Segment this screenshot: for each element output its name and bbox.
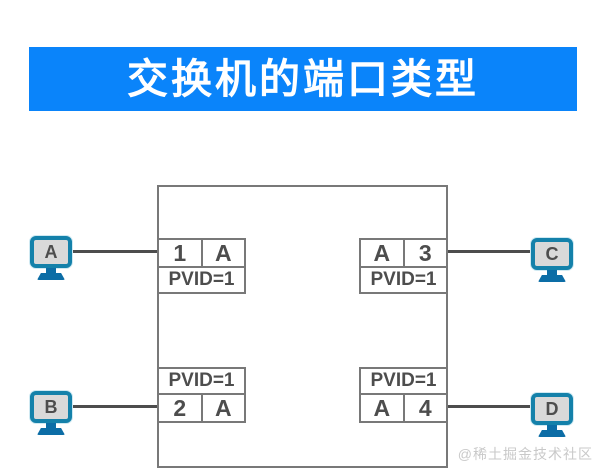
monitor-neck — [547, 425, 557, 430]
port-2: PVID=1 2 A — [157, 367, 246, 423]
monitor-neck — [46, 423, 56, 428]
monitor-base — [538, 430, 566, 437]
computer-c-label: C — [545, 244, 559, 264]
link-computer-b-to-port-2 — [70, 405, 158, 408]
monitor-icon: D — [531, 393, 573, 425]
port-4-cells: A 4 — [359, 393, 448, 423]
port-1-cells: 1 A — [157, 238, 246, 268]
port-3-mode: A — [373, 239, 391, 266]
port-3-number: 3 — [402, 240, 447, 266]
computer-b-label: B — [44, 397, 58, 417]
port-4-pvid-label: PVID=1 — [359, 367, 448, 395]
monitor-neck — [46, 268, 56, 273]
link-computer-c-to-port-3 — [447, 250, 534, 253]
monitor-icon: C — [531, 238, 573, 270]
port-1-pvid-label: PVID=1 — [157, 266, 246, 294]
computer-b: B — [29, 391, 73, 435]
monitor-icon: A — [30, 236, 72, 268]
port-1-mode: A — [200, 240, 245, 266]
port-2-cells: 2 A — [157, 393, 246, 423]
port-3-cells: A 3 — [359, 238, 448, 268]
port-1: 1 A PVID=1 — [157, 238, 246, 294]
monitor-icon: B — [30, 391, 72, 423]
link-computer-a-to-port-1 — [70, 250, 158, 253]
port-1-number: 1 — [173, 239, 187, 266]
port-4-mode: A — [373, 394, 391, 421]
port-2-pvid-label: PVID=1 — [157, 367, 246, 395]
watermark: @稀土掘金技术社区 — [457, 446, 593, 462]
monitor-neck — [547, 270, 557, 275]
monitor-base — [37, 428, 65, 435]
computer-a-label: A — [44, 242, 58, 262]
port-4-number: 4 — [402, 395, 447, 421]
monitor-base — [538, 275, 566, 282]
monitor-base — [37, 273, 65, 280]
port-2-number: 2 — [173, 394, 187, 421]
switch-outline — [157, 185, 448, 468]
computer-c: C — [530, 238, 574, 282]
computer-d-label: D — [545, 399, 559, 419]
port-3-pvid-label: PVID=1 — [359, 266, 448, 294]
link-computer-d-to-port-4 — [447, 405, 534, 408]
port-3: A 3 PVID=1 — [359, 238, 448, 294]
page-title: 交换机的端口类型 — [29, 47, 577, 111]
computer-d: D — [530, 393, 574, 437]
port-2-mode: A — [200, 395, 245, 421]
port-4: PVID=1 A 4 — [359, 367, 448, 423]
computer-a: A — [29, 236, 73, 280]
